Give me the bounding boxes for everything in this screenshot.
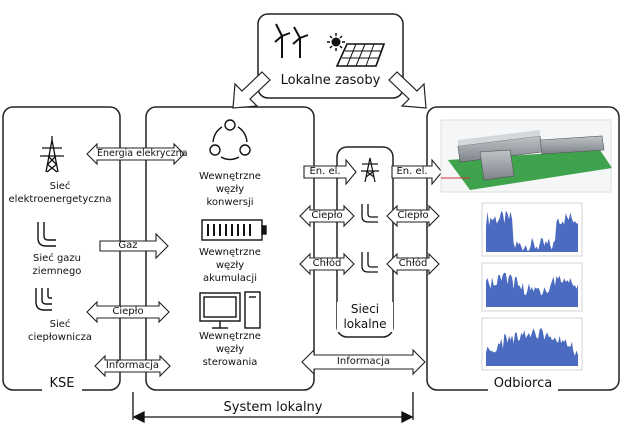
arrow-informacja-local-label: Informacja xyxy=(336,356,391,367)
kse-title: KSE xyxy=(42,376,82,391)
node-storage-label: Wewnętrzne węzły akumulacji xyxy=(188,246,272,285)
profile-charts xyxy=(486,210,578,366)
solar-panel-icon xyxy=(327,33,386,67)
node-conversion-line2: węzły xyxy=(215,184,245,195)
arrow-energia-label: Energia elekryczna xyxy=(97,148,188,159)
kse-item-power-text: Sieć elektroenergetyczna xyxy=(8,181,112,205)
arrow-en-el-right xyxy=(391,158,443,186)
node-control-label: Wewnętrzne węzły sterowania xyxy=(188,330,272,369)
arrow-cieplo-right xyxy=(386,204,440,228)
wind-turbine-icon xyxy=(274,23,309,58)
heat-pipe-icon xyxy=(35,288,52,311)
kse-item-power-label: Sieć elektroenergetyczna xyxy=(4,180,116,206)
arrow-informacja-local xyxy=(301,348,426,376)
local-networks-line1: Sieci xyxy=(350,302,380,316)
system-local-bracket xyxy=(132,392,414,424)
arrow-cieplo-left-label: Ciepło xyxy=(311,210,343,221)
node-control-line2: węzły xyxy=(215,344,245,355)
local-networks-line2: lokalne xyxy=(343,317,387,331)
profile-chart-area xyxy=(486,272,578,307)
local-resources-title: Lokalne zasoby xyxy=(280,73,381,88)
profile-chart-area xyxy=(486,210,578,252)
profile-chart-area xyxy=(486,328,578,366)
node-storage-line1: Wewnętrzne xyxy=(199,247,261,258)
arrow-resources-to-consumer xyxy=(388,71,427,109)
cycle-arrows-icon xyxy=(209,119,251,161)
building-render-image xyxy=(440,119,612,193)
kse-item-gas-text: Sieć gazu ziemnego xyxy=(32,253,82,277)
arrow-cieplo-right-label: Ciepło xyxy=(397,210,429,221)
arrow-informacja-kse xyxy=(94,354,171,378)
arrow-chlod-left xyxy=(299,252,355,276)
system-local-caption: System lokalny xyxy=(213,400,333,415)
arrow-chlod-left-label: Chłód xyxy=(312,258,342,269)
node-storage-line2: węzły xyxy=(215,260,245,271)
gas-pipe-icon xyxy=(37,222,56,247)
local-networks-label: Sieci lokalne xyxy=(337,302,393,332)
node-conversion-label: Wewnętrzne węzły konwersji xyxy=(188,170,272,209)
arrow-cieplo-kse xyxy=(86,300,170,324)
arrow-energia xyxy=(86,142,185,166)
kse-item-gas-label: Sieć gazu ziemnego xyxy=(22,252,92,278)
arrow-resources-to-system xyxy=(232,71,271,109)
arrow-gaz xyxy=(99,232,169,260)
power-tower-icon xyxy=(40,136,64,173)
consumer-title: Odbiorca xyxy=(488,376,558,391)
node-conversion-line3: konwersji xyxy=(206,197,254,208)
arrow-chlod-right-label: Chłód xyxy=(398,258,428,269)
kse-item-heat-label: Sieć ciepłownicza xyxy=(20,318,100,344)
local-resources-box xyxy=(257,13,404,99)
node-control-line1: Wewnętrzne xyxy=(199,331,261,342)
local-power-tower-icon xyxy=(361,157,379,183)
node-storage-line3: akumulacji xyxy=(203,273,257,284)
local-heat-pipe-icon xyxy=(361,204,378,223)
arrow-en-el-right-label: En. el. xyxy=(396,166,428,177)
battery-icon xyxy=(201,219,267,241)
local-networks-box xyxy=(336,146,394,338)
local-cooling-pipe-icon xyxy=(361,252,378,273)
arrow-chlod-right xyxy=(386,252,440,276)
arrow-en-el-left xyxy=(303,158,357,186)
arrow-cieplo-left xyxy=(299,204,355,228)
kse-item-heat-text: Sieć ciepłownicza xyxy=(28,319,92,343)
computer-icon xyxy=(199,291,261,329)
arrow-gaz-label: Gaz xyxy=(118,240,138,251)
node-control-line3: sterowania xyxy=(202,357,258,368)
arrow-cieplo-kse-label: Ciepło xyxy=(112,306,144,317)
arrow-informacja-kse-label: Informacja xyxy=(105,360,160,371)
arrow-en-el-left-label: En. el. xyxy=(309,166,341,177)
node-conversion-line1: Wewnętrzne xyxy=(199,171,261,182)
